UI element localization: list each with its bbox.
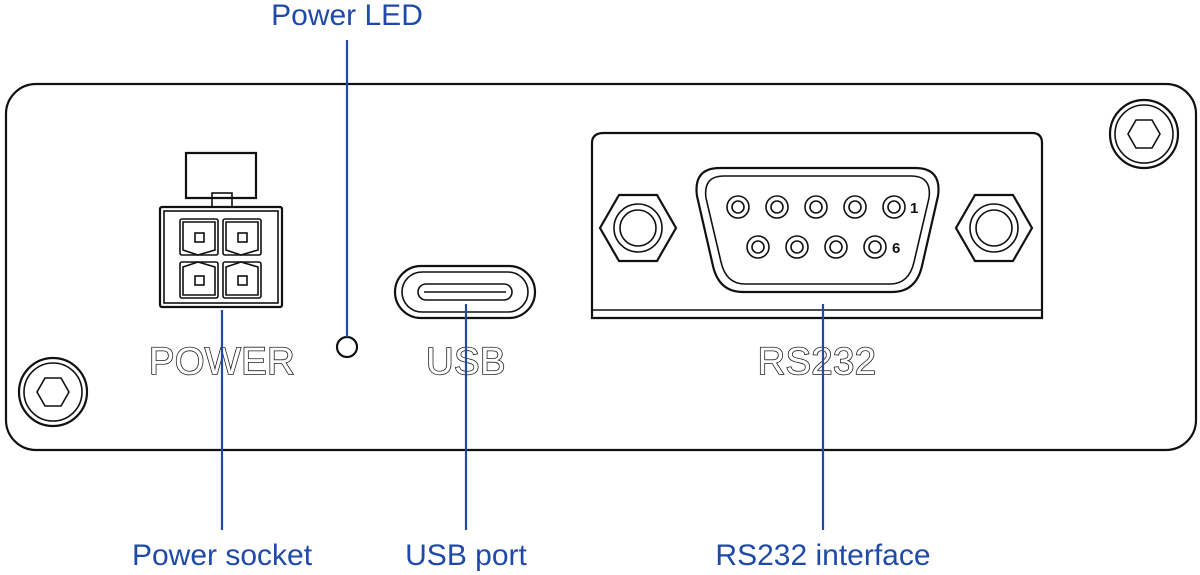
rs232-hex-standoff-right — [954, 193, 1034, 263]
callout-rs232-interface: RS232 interface — [715, 539, 930, 572]
callout-power-socket: Power socket — [132, 539, 313, 572]
power-socket[interactable] — [158, 151, 284, 309]
power-led — [335, 335, 359, 359]
rs232-pin-1-label: 1 — [910, 200, 918, 217]
db9-pins — [726, 195, 906, 259]
rs232-pin-6-label: 6 — [892, 240, 900, 257]
mounting-screw-bottom-left — [17, 356, 89, 428]
db9-shell — [695, 166, 940, 294]
callout-power-led: Power LED — [271, 0, 423, 32]
power-socket-pins — [179, 218, 262, 299]
panel-label-rs232: RS232 — [758, 341, 877, 383]
mounting-screw-top-right — [1108, 98, 1180, 170]
rs232-hex-standoff-left — [598, 193, 678, 263]
rs232-connector[interactable]: 1 6 — [590, 131, 1044, 320]
callout-usb-port: USB port — [405, 539, 527, 572]
